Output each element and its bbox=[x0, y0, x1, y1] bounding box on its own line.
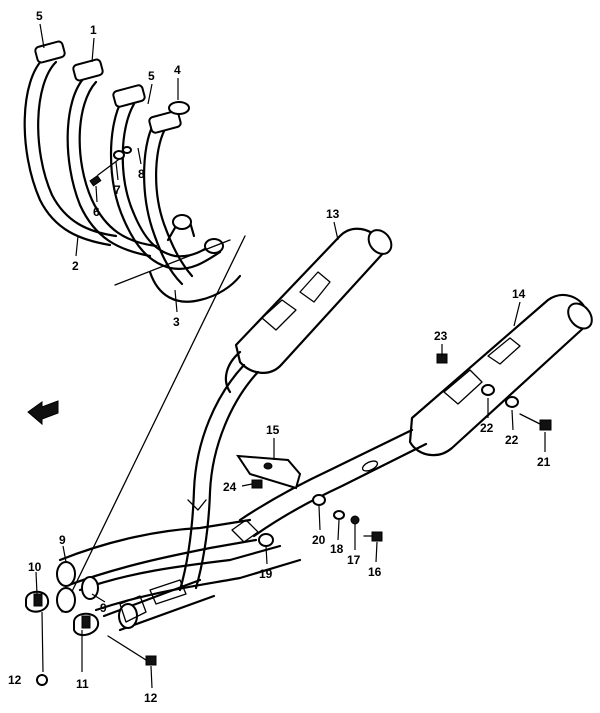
callout-17: 17 bbox=[347, 553, 361, 567]
callout-leaders bbox=[35, 23, 546, 689]
exhaust-clamps bbox=[25, 590, 100, 637]
callout-5: 5 bbox=[148, 69, 155, 83]
callout-10: 10 bbox=[28, 560, 42, 574]
callout-22: 22 bbox=[505, 433, 519, 447]
muffler-lower bbox=[238, 293, 593, 538]
callout-labels: 5 1 5 4 8 7 6 2 3 13 14 23 22 22 21 15 2… bbox=[8, 9, 551, 705]
callout-12: 12 bbox=[144, 691, 158, 705]
callout-15: 15 bbox=[266, 423, 280, 437]
left-arrow-icon bbox=[27, 400, 59, 426]
callout-9: 9 bbox=[59, 533, 66, 547]
fasteners bbox=[36, 353, 552, 686]
callout-2: 2 bbox=[72, 259, 79, 273]
callout-22: 22 bbox=[480, 421, 494, 435]
callout-6: 6 bbox=[93, 205, 100, 219]
callout-13: 13 bbox=[326, 207, 340, 221]
muffler-upper bbox=[178, 227, 393, 592]
callout-16: 16 bbox=[368, 565, 382, 579]
callout-7: 7 bbox=[114, 183, 121, 197]
callout-14: 14 bbox=[512, 287, 526, 301]
assembly-guide-lines bbox=[61, 235, 246, 613]
callout-9: 9 bbox=[100, 601, 107, 615]
callout-24: 24 bbox=[223, 480, 237, 494]
exhaust-collector bbox=[56, 518, 302, 632]
muffler-bracket bbox=[236, 454, 302, 490]
callout-3: 3 bbox=[173, 315, 180, 329]
callout-8: 8 bbox=[138, 167, 145, 181]
callout-20: 20 bbox=[312, 533, 326, 547]
callout-18: 18 bbox=[330, 542, 344, 556]
callout-23: 23 bbox=[434, 329, 448, 343]
callout-1: 1 bbox=[90, 23, 97, 37]
callout-12: 12 bbox=[8, 673, 22, 687]
callout-19: 19 bbox=[259, 567, 273, 581]
callout-4: 4 bbox=[174, 63, 181, 77]
callout-11: 11 bbox=[76, 677, 89, 691]
exhaust-header-pipes bbox=[23, 40, 242, 303]
callout-21: 21 bbox=[537, 455, 551, 469]
callout-5: 5 bbox=[36, 9, 43, 23]
